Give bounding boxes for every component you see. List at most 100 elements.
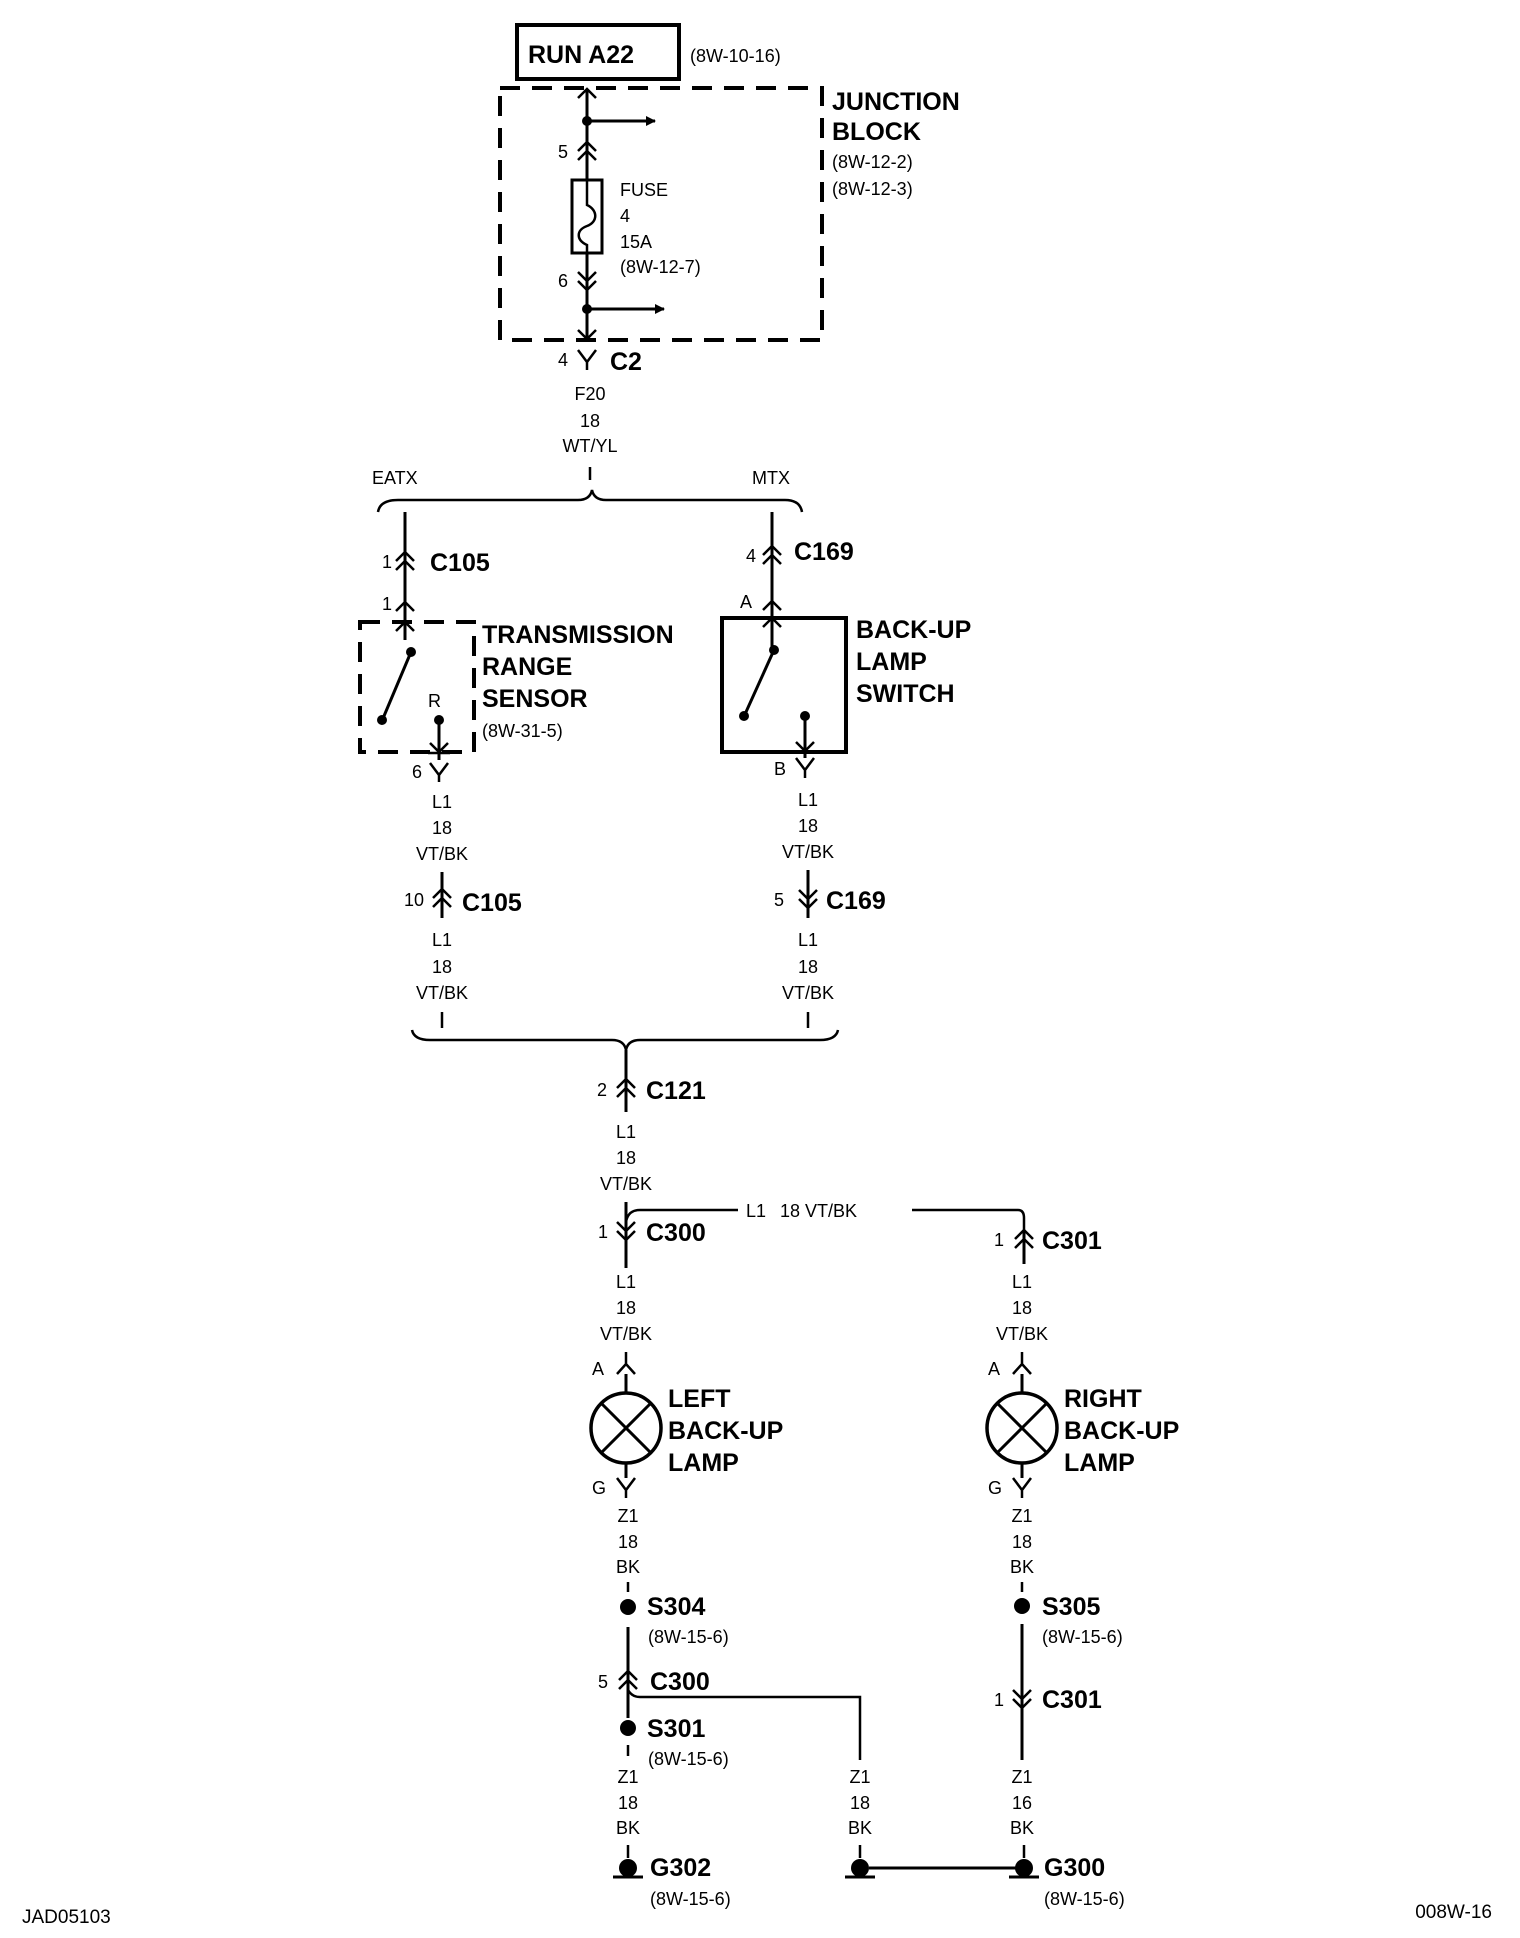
s304-name: S304 [647,1593,705,1621]
c105-bottom-connector [432,887,452,908]
crossover-wire-b [912,1208,1026,1232]
fuse-pin-out: 6 [558,271,568,291]
switch-pin-out: B [774,759,786,779]
c169-bottom-connector [798,889,818,910]
transmission-range-sensor-box [358,620,476,754]
sensor-entry-connector [395,620,415,632]
c169-bottom-pin: 5 [774,890,784,910]
mtx-wire2-gauge: 18 [798,957,818,977]
run-a22-box [515,23,681,81]
s305-name: S305 [1042,1593,1100,1621]
split-mtx: MTX [752,468,790,488]
s305-ref: (8W-15-6) [1042,1627,1123,1647]
right-lamp-pin-out-connector [1012,1477,1032,1498]
g302-ref: (8W-15-6) [650,1889,731,1909]
footer-left-code: JAD05103 [22,1907,111,1928]
switch-exit-arrow [795,741,815,753]
c105-top-pin: 1 [382,552,392,572]
right-back-up-lamp-bulb [985,1391,1059,1465]
crossover-spec: 18 VT/BK [780,1201,857,1221]
left-ground2-color: BK [616,1818,640,1838]
split-eatx: EATX [372,468,418,488]
f20-color: WT/YL [562,436,617,456]
c105-top-connector [395,550,415,571]
fuse-pin-out-connector [577,271,597,292]
s301-name: S301 [647,1715,705,1743]
run-a22-label: RUN A22 [528,41,634,69]
c2-pin: 4 [558,350,568,370]
c121-name: C121 [646,1077,706,1105]
eatx-wire1-color: VT/BK [416,844,468,864]
mtx-wire1-gauge: 18 [798,816,818,836]
fuse-pin-in: 5 [558,142,568,162]
crossover-wire-a [624,1208,738,1223]
c105-bottom-name: C105 [462,889,522,917]
sensor-ref: (8W-31-5) [482,721,563,741]
left-wire-color: VT/BK [600,1324,652,1344]
sensor-title-2: RANGE [482,653,572,681]
c169-top-name: C169 [794,538,854,566]
c105-bottom-pin: 10 [404,890,424,910]
c2-name: C2 [610,348,642,376]
junction-block-outline [498,86,824,342]
g300-ground-symbol [1009,1859,1039,1879]
fuse-rating: 15A [620,232,652,252]
junction-block-title-1: JUNCTION [832,88,960,116]
left-back-up-lamp-bulb [589,1391,663,1465]
right-lamp-title-2: BACK-UP [1064,1417,1179,1445]
fuse-pin-in-connector [577,140,597,161]
back-up-lamp-switch-box [720,616,848,754]
left-ground2-circuit: Z1 [617,1767,638,1787]
s305-splice [1014,1598,1030,1614]
c301-connector [1014,1228,1034,1249]
mtx-wire2-circuit: L1 [798,930,818,950]
sensor-title-1: TRANSMISSION [482,621,674,649]
left-lamp-pin-in-connector [616,1352,636,1375]
switch-pin-in-connector [762,599,782,611]
fuse-ref: (8W-12-7) [620,257,701,277]
right-lamp-pin-out: G [988,1478,1002,1498]
c121-pin: 2 [597,1080,607,1100]
junction-block-title-2: BLOCK [832,118,921,146]
left-ground-wire-color: BK [616,1557,640,1577]
left-lamp-pin-out-connector [616,1477,636,1498]
left-wire-gauge: 18 [616,1298,636,1318]
left-ground-wire-circuit: Z1 [617,1506,638,1526]
g302-name: G302 [650,1854,711,1882]
mid-wire-gauge: 18 [850,1793,870,1813]
left-wire-circuit: L1 [616,1272,636,1292]
switch-pin-out-connector [795,757,815,778]
left-ground2-gauge: 18 [618,1793,638,1813]
c169-bottom-name: C169 [826,887,886,915]
left-lamp-title-3: LAMP [668,1449,739,1477]
jb-bottom-exit-connector [577,329,597,341]
switch-title-3: SWITCH [856,680,955,708]
mid-wire-circuit: Z1 [849,1767,870,1787]
mid-ground-wire-a [626,1689,862,1760]
right-wire-gauge: 18 [1012,1298,1032,1318]
sensor-pin-out-connector [429,762,449,782]
right-ground-wire-gauge: 18 [1012,1532,1032,1552]
f20-circuit: F20 [574,384,605,404]
sensor-arm [382,651,413,717]
right-ground2-circuit: Z1 [1011,1767,1032,1787]
left-lamp-title-2: BACK-UP [668,1417,783,1445]
right-lamp-pin-in-connector [1012,1352,1032,1375]
c300-name: C300 [646,1219,706,1247]
sensor-pin-in: 1 [382,594,392,614]
left-lamp-pin-out: G [592,1478,606,1498]
run-a22-ref: (8W-10-16) [690,46,781,66]
mid-wire-color: BK [848,1818,872,1838]
right-ground2-gauge: 16 [1012,1793,1032,1813]
crossover-circuit: L1 [746,1201,766,1221]
eatx-wire1-gauge: 18 [432,818,452,838]
c301-name: C301 [1042,1227,1102,1255]
switch-arm [744,649,776,713]
s301-splice [620,1720,636,1736]
c169-top-connector [762,544,782,565]
c300-connector [616,1221,636,1242]
sensor-contact-open [377,715,387,725]
c300b-pin: 5 [598,1672,608,1692]
right-ground2-color: BK [1010,1818,1034,1838]
mtx-wire2-color: VT/BK [782,983,834,1003]
